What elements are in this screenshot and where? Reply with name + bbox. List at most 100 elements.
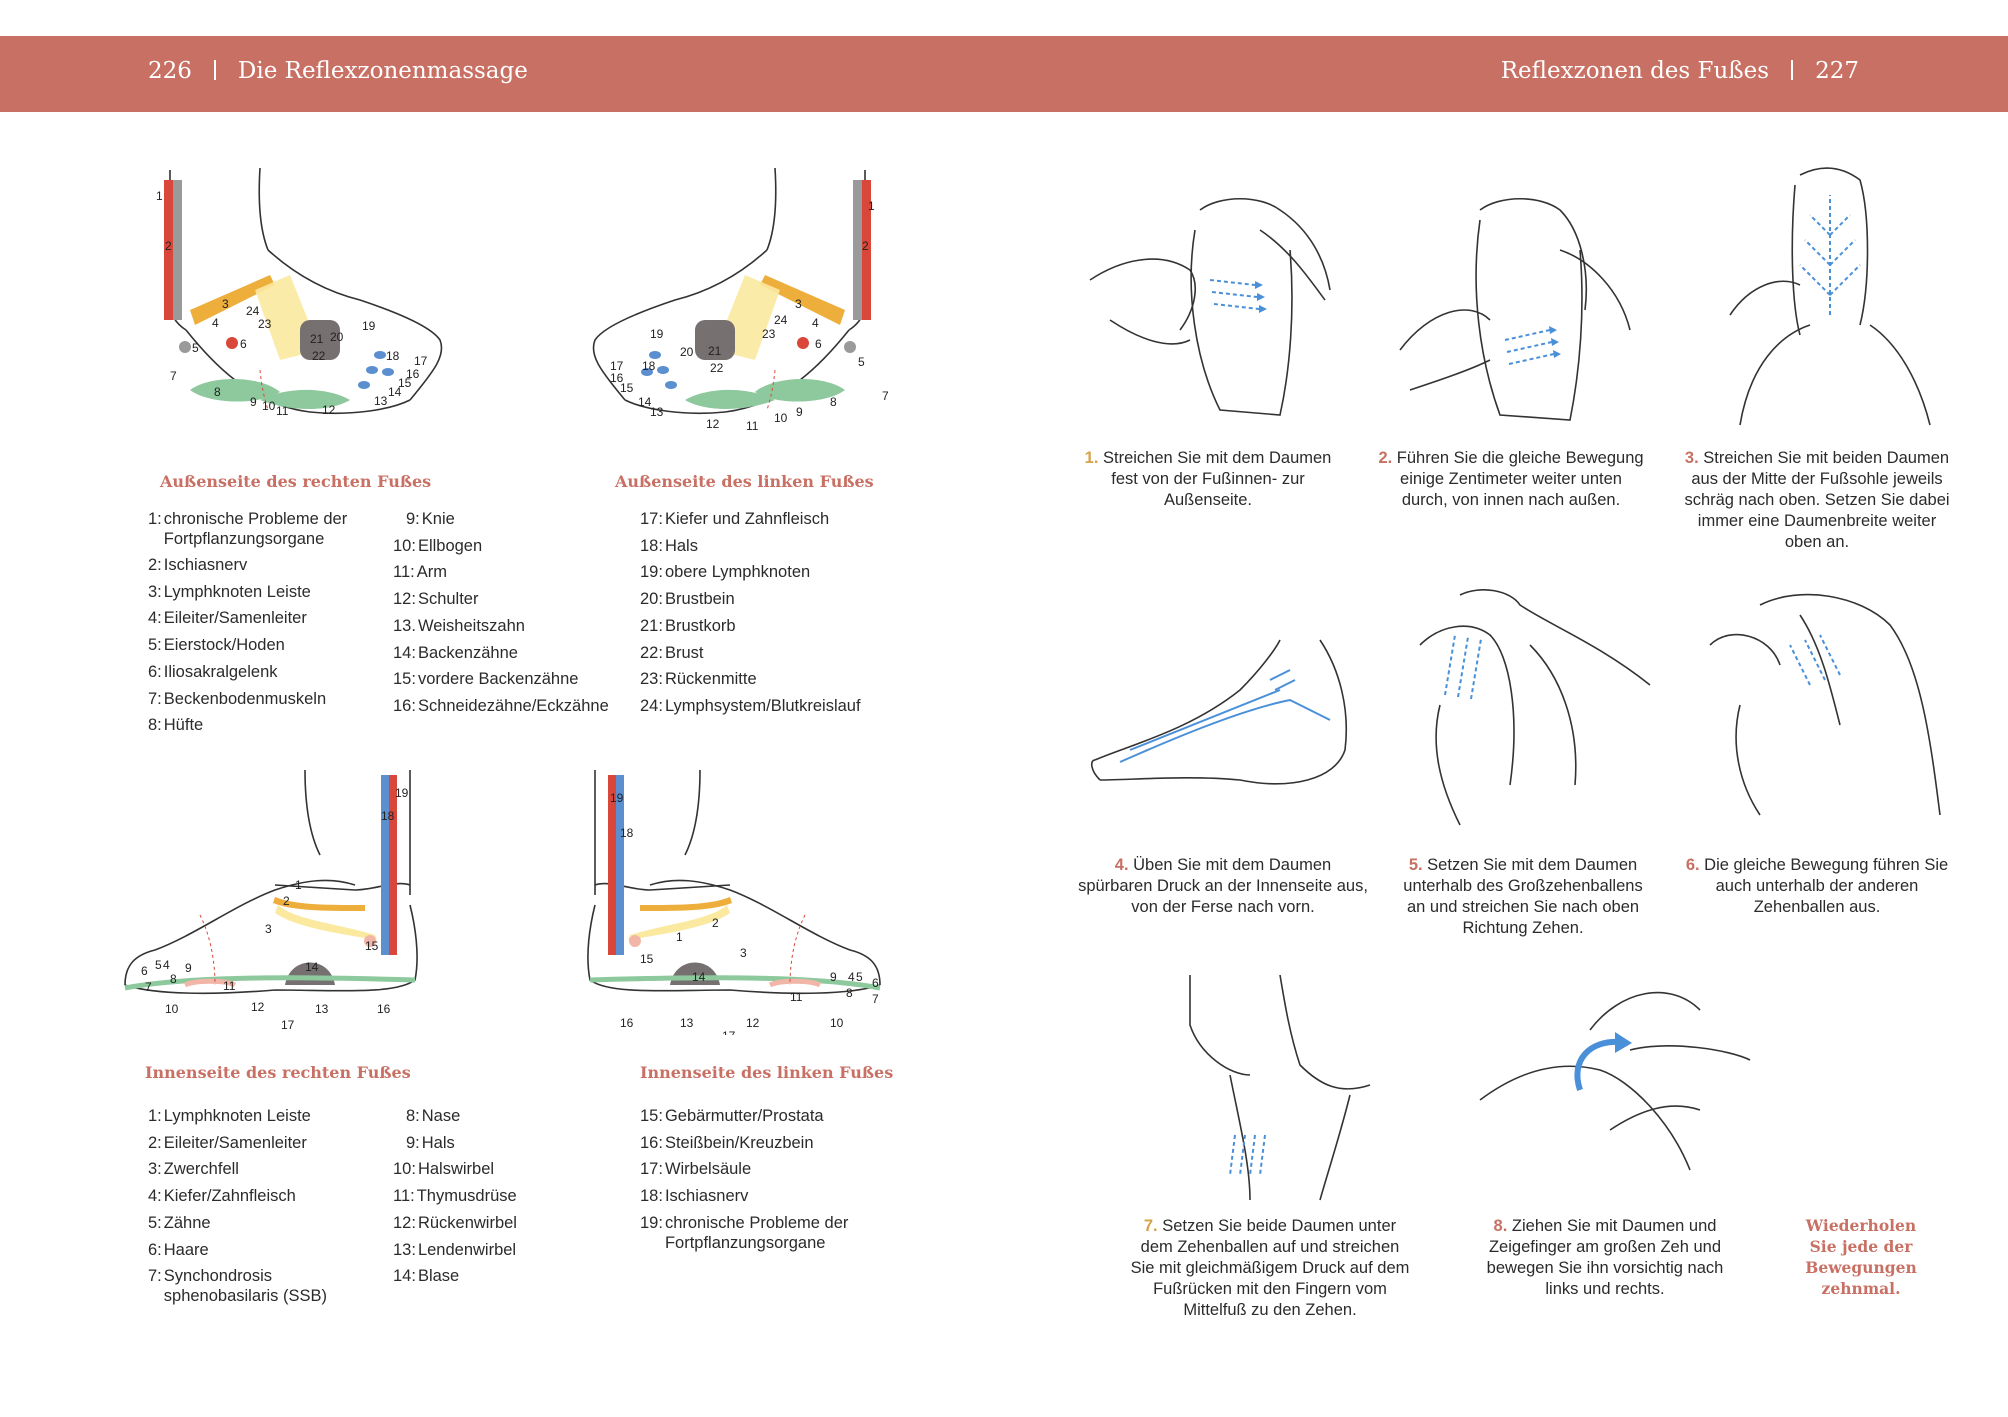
legend-item: 10:Halswirbel <box>393 1160 495 1179</box>
zone-green <box>589 975 881 991</box>
legend-item: 23:Rückenmitte <box>640 670 757 689</box>
label-14: 14 <box>388 385 402 399</box>
arrow-icon <box>1789 634 1841 686</box>
legend-item: 13:Lendenwirbel <box>393 1240 517 1259</box>
label-20: 20 <box>330 330 344 344</box>
label-9: 9 <box>185 961 192 975</box>
zone-blue <box>381 775 389 955</box>
inner-right-foot-diagram: 1 2 3 4 5 6 7 8 9 10 11 12 13 14 15 16 1… <box>124 769 418 1032</box>
inner-right-legend-col2: 8:Nase 9:Hals 10:Halswirbel 11:Thymusdrü… <box>393 1103 613 1290</box>
label-13: 13 <box>680 1016 694 1030</box>
outer-right-legend-col1: 1:chronische Probleme der Fortpflanzungs… <box>148 506 398 739</box>
legend-item: 12:Rückenwirbel <box>393 1213 517 1232</box>
label-15: 15 <box>365 939 379 953</box>
label-8: 8 <box>214 385 221 399</box>
step-8-caption: 8. Ziehen Sie mit Daumen und Zeigefinger… <box>1486 1217 1724 1298</box>
label-10: 10 <box>830 1016 844 1030</box>
label-12: 12 <box>251 1000 265 1014</box>
legend-item: 17:Wirbelsäule <box>640 1160 752 1179</box>
outer-right-foot-title: Außenseite des rechten Fußes <box>160 472 432 491</box>
inner-left-legend: 15:Gebärmutter/Prostata 16:Steißbein/Kre… <box>640 1103 890 1256</box>
legend-item: 12:Schulter <box>393 590 479 609</box>
right-page-title: Reflexzonen des Fußes <box>1500 58 1770 84</box>
label-3: 3 <box>795 297 802 311</box>
legend-item: 3:Lymphknoten Leiste <box>148 582 311 601</box>
legend-item: 22:Brust <box>640 643 704 662</box>
label-23: 23 <box>762 327 776 341</box>
label-9: 9 <box>250 395 257 409</box>
legend-item: 5:Zähne <box>148 1213 211 1232</box>
legend-item: 3:Zwerchfell <box>148 1160 239 1179</box>
label-5: 5 <box>155 958 162 972</box>
label-19: 19 <box>395 786 409 800</box>
zone-red <box>389 775 397 955</box>
label-3: 3 <box>222 297 229 311</box>
label-18: 18 <box>642 359 656 373</box>
label-16: 16 <box>620 1016 634 1030</box>
zone-blue <box>616 775 624 955</box>
label-11: 11 <box>790 990 803 1004</box>
legend-item: 19:chronische Probleme der Fortpflanzung… <box>640 1213 849 1252</box>
label-12: 12 <box>322 403 336 417</box>
label-24: 24 <box>246 304 260 318</box>
legend-item: 8:Hüfte <box>148 716 204 735</box>
label-14: 14 <box>305 960 319 974</box>
legend-item: 2:Eileiter/Samenleiter <box>148 1133 307 1152</box>
inner-right-foot-title: Innenseite des rechten Fußes <box>145 1063 411 1082</box>
label-24: 24 <box>774 313 788 327</box>
step-7-illustration <box>1189 974 1371 1201</box>
zone-orange <box>190 275 275 325</box>
label-11: 11 <box>746 419 759 433</box>
label-9: 9 <box>796 405 803 419</box>
zone-orange <box>640 897 732 911</box>
legend-item: 8:Nase <box>406 1107 461 1125</box>
label-15: 15 <box>398 376 412 390</box>
label-21: 21 <box>708 344 722 358</box>
outer-left-legend: 17:Kiefer und Zahnfleisch 18:Hals 19:obe… <box>640 506 900 720</box>
foot-outline <box>124 769 418 995</box>
label-2: 2 <box>283 894 290 908</box>
zone-dot-grey <box>179 341 191 353</box>
label-4: 4 <box>212 316 219 330</box>
zone-pink-dot <box>629 935 641 947</box>
zone-green-1 <box>190 378 280 402</box>
label-17: 17 <box>610 359 624 373</box>
inner-left-foot-title: Innenseite des linken Fußes <box>640 1063 894 1082</box>
label-2: 2 <box>862 239 869 253</box>
outer-right-foot-diagram: 1 2 3 4 5 6 7 8 9 10 11 12 13 14 15 16 1… <box>156 167 443 418</box>
label-6: 6 <box>872 976 879 990</box>
label-22: 22 <box>710 361 724 375</box>
label-13: 13 <box>650 405 664 419</box>
label-16: 16 <box>610 371 624 385</box>
step-4-illustration <box>1090 639 1348 785</box>
label-6: 6 <box>240 337 247 351</box>
label-17: 17 <box>414 354 428 368</box>
label-18: 18 <box>381 809 395 823</box>
label-10: 10 <box>774 411 788 425</box>
legend-item: 19:obere Lymphknoten <box>640 563 811 582</box>
legend-item: 4:Kiefer/Zahnfleisch <box>148 1187 296 1206</box>
label-12: 12 <box>706 417 720 431</box>
arrow-icon <box>1444 634 1482 700</box>
legend-item: 15:vordere Backenzähne <box>393 670 579 689</box>
step-3-illustration <box>1729 167 1931 426</box>
zone-pink <box>183 978 237 988</box>
legend-item: 11:Thymusdrüse <box>393 1187 517 1206</box>
legend-item: 5:Eierstock/Hoden <box>148 636 285 655</box>
label-15: 15 <box>640 952 654 966</box>
step-8-illustration <box>1479 991 1751 1171</box>
legend-item: 7:Synchondrosis sphenobasilaris (SSB) <box>148 1267 328 1306</box>
label-14: 14 <box>638 395 652 409</box>
label-2: 2 <box>165 239 172 253</box>
label-18: 18 <box>620 826 634 840</box>
header-separator <box>213 60 216 80</box>
step-7-caption: 7. Setzen Sie beide Daumen unter dem Zeh… <box>1130 1217 1410 1319</box>
label-8: 8 <box>170 972 177 986</box>
label-1: 1 <box>868 199 875 213</box>
label-16: 16 <box>377 1002 391 1016</box>
foot-outline <box>592 167 869 415</box>
label-19: 19 <box>362 319 376 333</box>
zone-dark <box>695 320 735 360</box>
zone-green-2 <box>260 389 350 409</box>
